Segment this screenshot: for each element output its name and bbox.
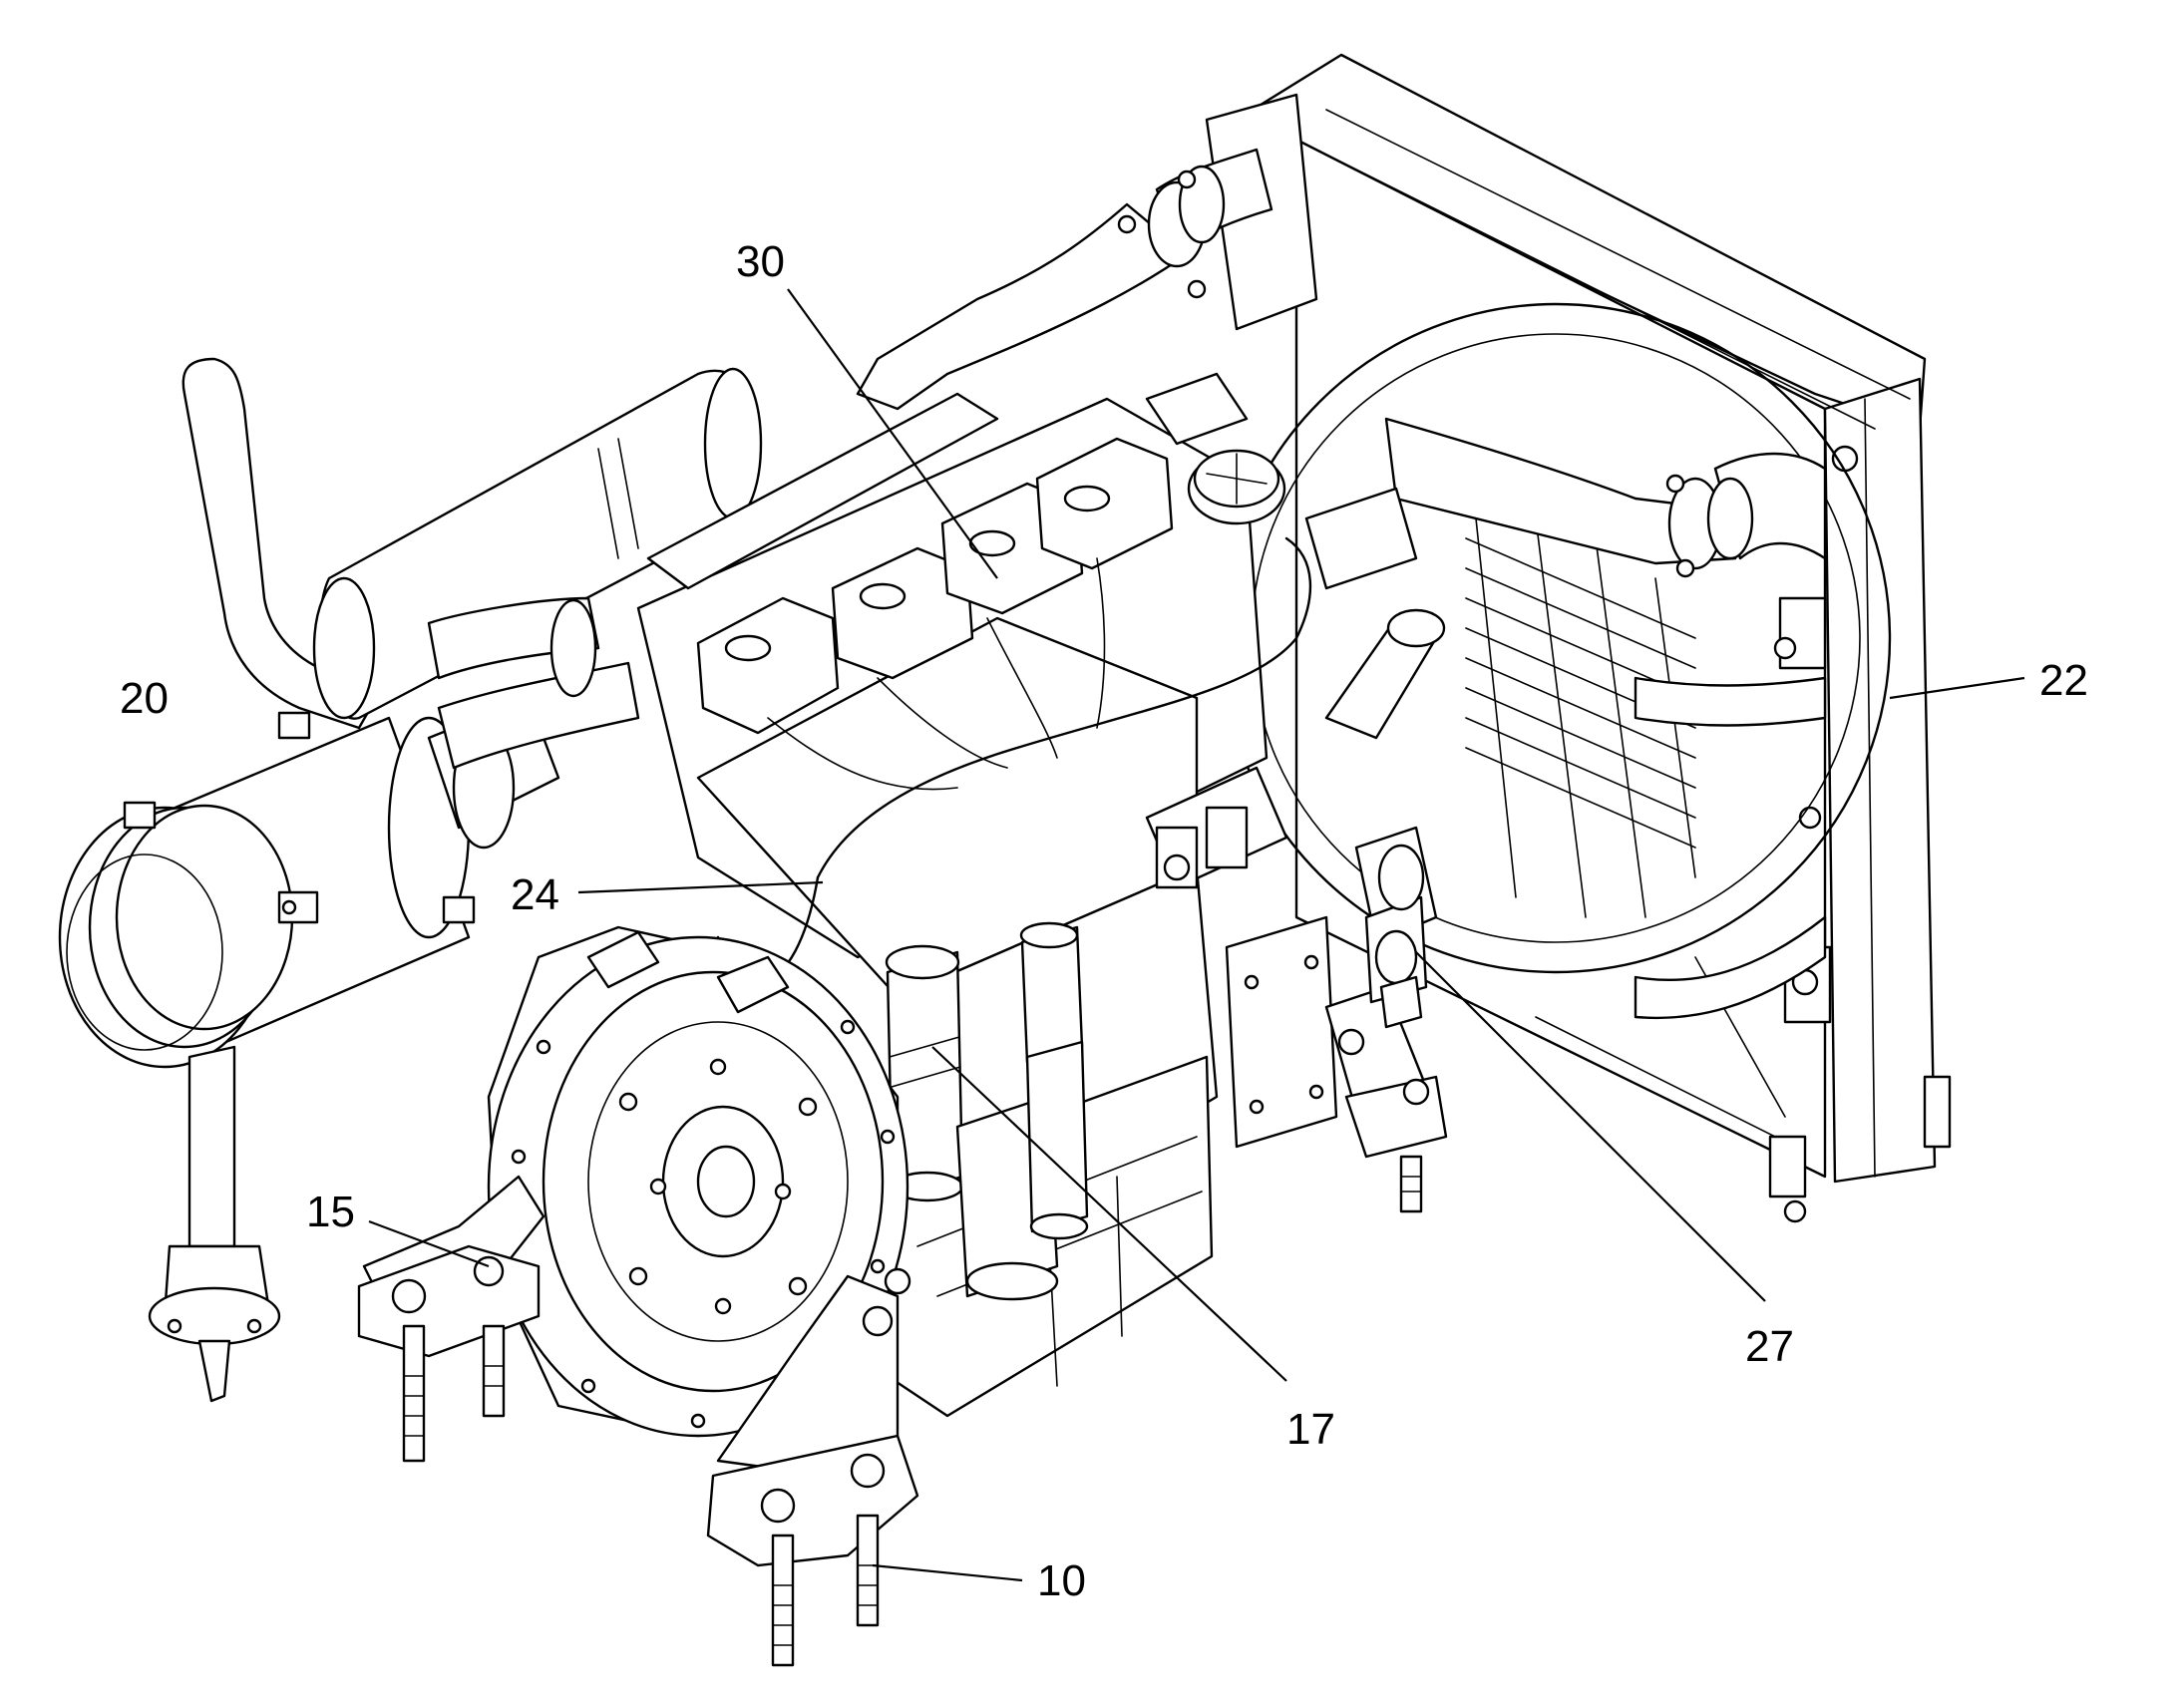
engine-block	[636, 372, 1446, 1418]
callout-leaders	[368, 288, 2025, 1582]
leader-24	[577, 880, 824, 894]
callout-10: 10	[1037, 1556, 1086, 1605]
engine-mount-front	[706, 1267, 919, 1667]
leader-15	[368, 1219, 490, 1268]
callout-22: 22	[2039, 656, 2088, 705]
leader-22	[1889, 676, 2025, 700]
leader-30	[787, 288, 998, 579]
engine-mount-left	[357, 1175, 545, 1463]
callout-15: 15	[306, 1188, 355, 1236]
intake-hose	[427, 596, 640, 770]
oil-filter	[885, 944, 1059, 1301]
fuel-filter	[1019, 921, 1089, 1240]
leader-17	[931, 1046, 1287, 1382]
engine-mount-rear	[1324, 985, 1448, 1213]
leader-27	[1415, 951, 1766, 1302]
leader-10	[872, 1563, 1023, 1582]
callout-24: 24	[511, 870, 559, 919]
callout-27: 27	[1745, 1322, 1794, 1371]
coolant-hoses	[856, 148, 1827, 1020]
callout-17: 17	[1286, 1405, 1335, 1454]
front-cover-pulley	[1354, 826, 1438, 1029]
callout-30: 30	[736, 237, 785, 286]
flywheel-housing	[487, 925, 909, 1438]
air-cleaner	[58, 696, 560, 1403]
callout-labels: 30 20 22 24 15 27 17 10	[120, 237, 2088, 1605]
callout-20: 20	[120, 674, 169, 723]
